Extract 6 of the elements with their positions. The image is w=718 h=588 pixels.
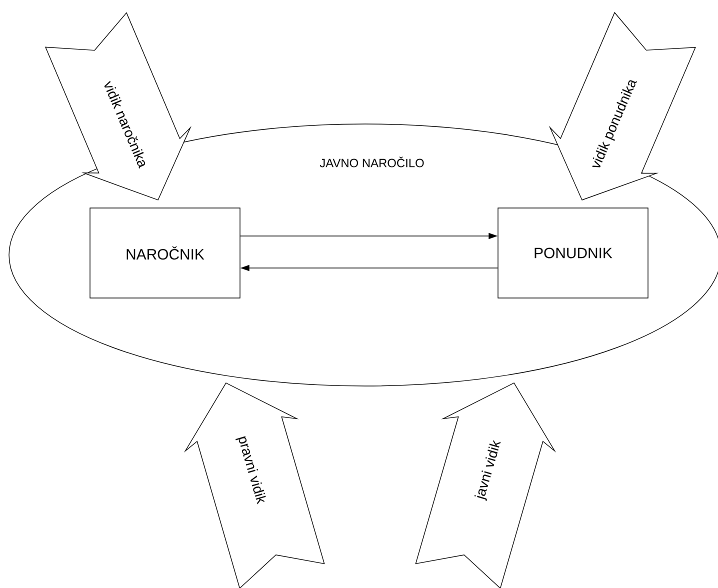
block-arrow <box>44 12 192 200</box>
process-box: NAROČNIK <box>90 208 240 298</box>
process-box: PONUDNIK <box>498 208 648 298</box>
block-arrow <box>184 382 325 588</box>
edge-label: pravni vidik <box>236 436 266 504</box>
edge-label: javni vidik <box>474 440 501 502</box>
